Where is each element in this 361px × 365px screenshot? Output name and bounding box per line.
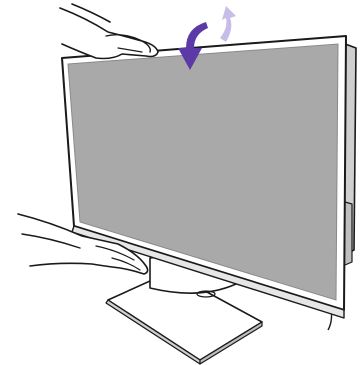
upper-hand xyxy=(60,4,158,59)
curved-arrow-up-icon xyxy=(220,6,236,42)
upper-hand-outline xyxy=(60,8,158,59)
